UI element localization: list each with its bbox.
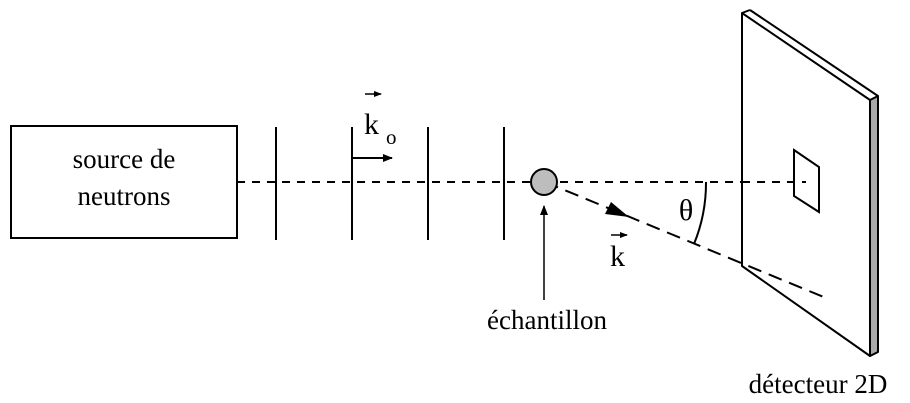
- theta-label: θ: [679, 194, 693, 227]
- detector-top-back-edge: [749, 9, 879, 97]
- source-label-line1: source de: [73, 144, 176, 174]
- scattering-angle-arc: [693, 181, 708, 245]
- beam-stop: [793, 148, 820, 214]
- scattered-beam: [544, 181, 827, 299]
- k-label: k: [610, 240, 625, 273]
- k0-label: k: [364, 108, 379, 141]
- sample-sphere: [530, 168, 558, 196]
- k0-subscript: o: [386, 125, 397, 149]
- neutron-source-box: [10, 125, 238, 239]
- k-vector-arrowhead: [605, 202, 629, 217]
- detector-label: détecteur 2D: [749, 369, 888, 399]
- detector-top-edge: [741, 9, 751, 14]
- detector-edge: [869, 95, 879, 357]
- source-label-line2: neutrons: [78, 181, 171, 211]
- sample-label: échantillon: [487, 305, 607, 335]
